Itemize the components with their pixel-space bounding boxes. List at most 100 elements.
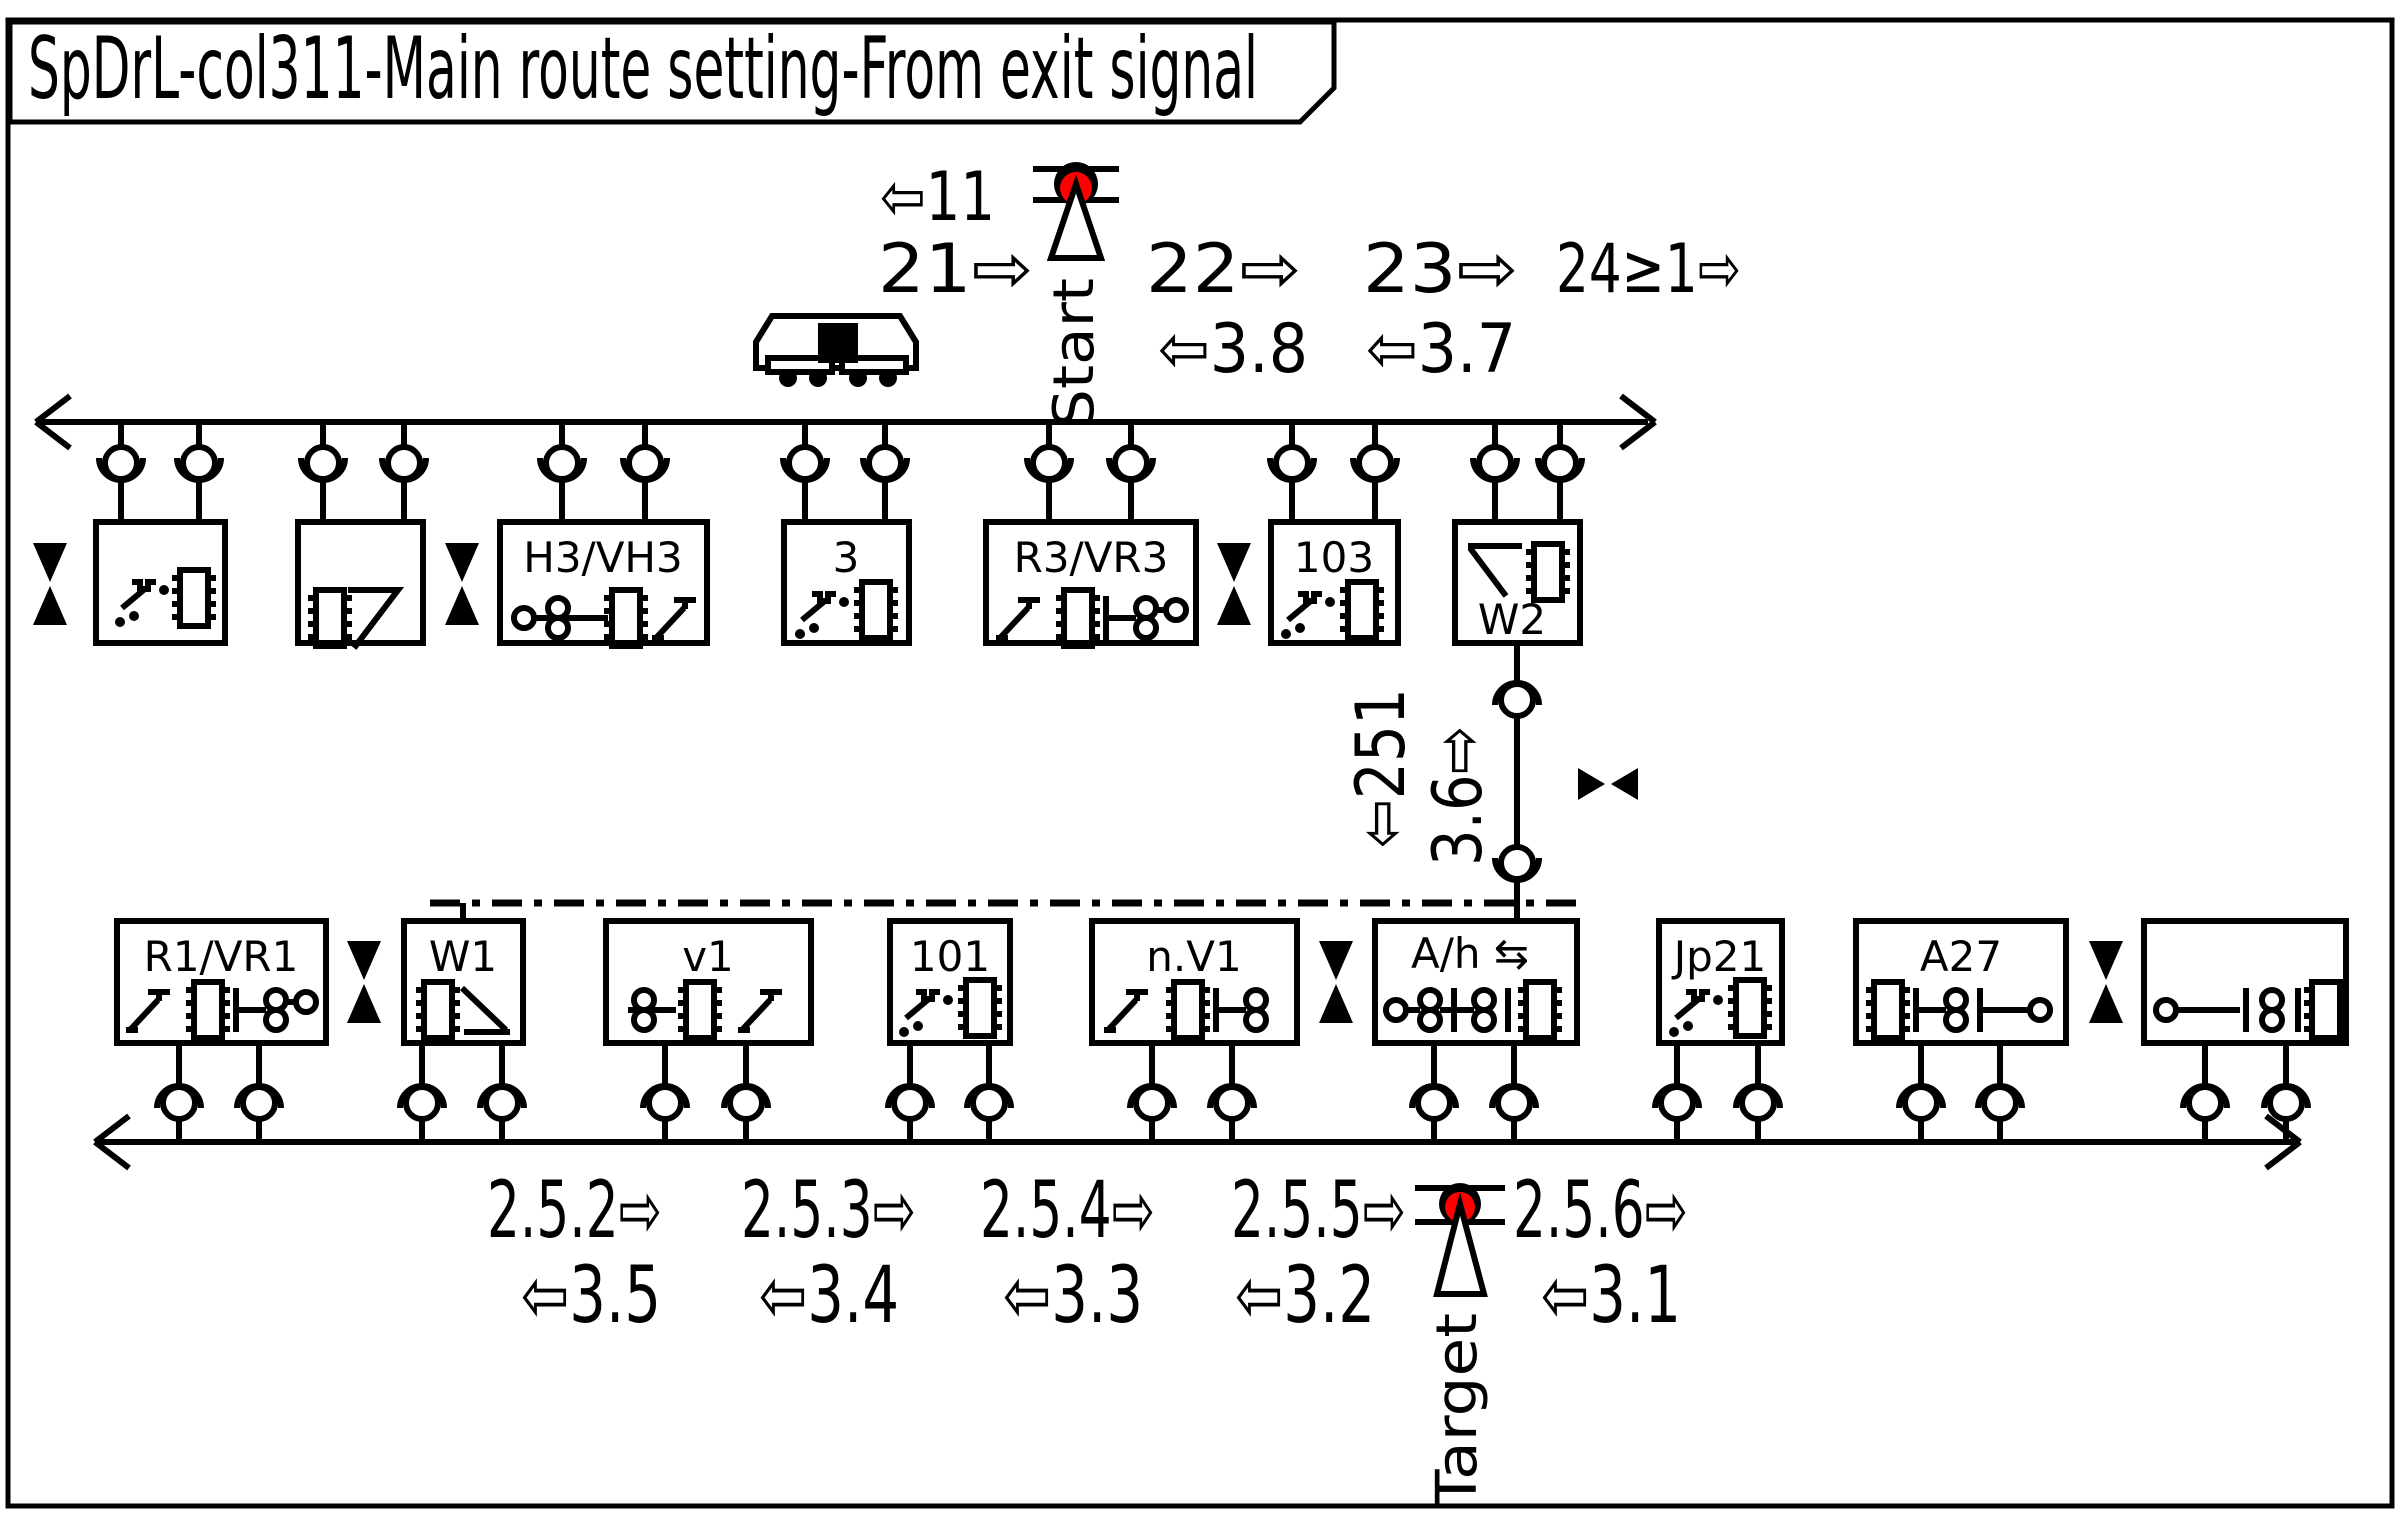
bowtie-separator-icon	[2089, 941, 2123, 1023]
module-label: A27	[1920, 932, 2002, 981]
module-ah[interactable]: A/h ⇆	[1372, 918, 1580, 1046]
module-label: v1	[682, 932, 734, 981]
plug-connector-icon	[540, 447, 584, 480]
plug-connector-icon	[1353, 447, 1397, 480]
module-jp21[interactable]: Jp21	[1656, 918, 1785, 1046]
module-w2[interactable]: W2	[1452, 519, 1583, 646]
plug-connector-icon	[177, 447, 221, 480]
route-step-23: 23⇨	[1363, 230, 1518, 309]
bowtie-separator-icon	[33, 543, 67, 625]
link-line	[1213, 988, 1246, 1032]
module-top-1[interactable]	[93, 519, 228, 646]
plug-connector-icon	[1736, 1086, 1780, 1119]
plug-connector-icon	[724, 1086, 768, 1119]
plug-connector-icon	[863, 447, 907, 480]
plug-connector-icon	[1978, 1086, 2022, 1119]
bottom-bus-left-arrow-icon	[93, 1113, 131, 1171]
module-r3vr3[interactable]: R3/VR3	[983, 519, 1199, 646]
signal-mast-icon	[1046, 174, 1106, 261]
module-label: H3/VH3	[523, 533, 683, 582]
module-h3vh3[interactable]: H3/VH3	[497, 519, 710, 646]
module-101[interactable]: 101	[887, 918, 1013, 1046]
module-nv1[interactable]: n.V1	[1089, 918, 1300, 1046]
plug-connector-icon	[237, 1086, 281, 1119]
plug-connector-icon	[783, 447, 827, 480]
point-symbol-icon	[459, 985, 510, 1035]
target-signal[interactable]: Target	[1415, 1183, 1505, 1509]
plug-connector-icon	[2264, 1086, 2308, 1119]
plug-connector-icon	[1130, 1086, 1174, 1119]
vertical-link: ⇦251 3.6⇨	[1342, 643, 1638, 921]
module-v1[interactable]: v1	[603, 918, 814, 1046]
module-top-2[interactable]	[295, 519, 426, 650]
module-label: n.V1	[1146, 932, 1241, 981]
plug-connector-icon	[1495, 683, 1539, 716]
start-signal-label: Start	[1042, 278, 1107, 428]
plug-connector-icon	[1655, 1086, 1699, 1119]
plug-connector-icon	[382, 447, 426, 480]
plug-connector-icon	[157, 1086, 201, 1119]
plug-connector-icon	[1538, 447, 1582, 480]
route-step-24: 24≥1⇨	[1556, 230, 1741, 309]
route-step-251: ⇦251	[1342, 688, 1421, 848]
plug-connector-icon	[623, 447, 667, 480]
plug-connector-icon	[643, 1086, 687, 1119]
plug-connector-icon	[400, 1086, 444, 1119]
page-title: SpDrL-col311-Main route setting-From exi…	[28, 19, 1258, 119]
plug-connector-icon	[1495, 847, 1539, 880]
route-step-32: ⇦3.2	[1235, 1251, 1375, 1341]
link-line	[1103, 596, 1136, 640]
route-step-22: 22⇨	[1146, 230, 1301, 309]
title-box-outline	[7, 19, 1337, 125]
lamp-symbol-icon	[2027, 997, 2053, 1023]
module-r1vr1[interactable]: R1/VR1	[114, 918, 329, 1046]
module-label: W2	[1478, 595, 1546, 644]
plug-connector-icon	[1412, 1086, 1456, 1119]
module-label: 3	[833, 533, 860, 582]
point-symbol-icon	[1467, 543, 1522, 598]
signal-mast-icon	[1433, 1192, 1488, 1297]
module-3[interactable]: 3	[781, 519, 912, 646]
route-step-37: ⇦3.7	[1366, 310, 1516, 389]
module-103[interactable]: 103	[1268, 519, 1401, 646]
route-step-255: 2.5.5⇨	[1231, 1166, 1406, 1256]
module-a27[interactable]: A27	[1853, 918, 2069, 1046]
start-signal[interactable]: Start	[1033, 162, 1119, 428]
module-w1[interactable]: W1	[401, 918, 526, 1046]
route-step-11: ⇦11	[880, 158, 995, 237]
bottom-bus	[93, 1043, 2308, 1171]
module-label: 103	[1294, 533, 1374, 582]
bowtie-separator-icon	[347, 941, 381, 1023]
plug-connector-icon	[967, 1086, 1011, 1119]
plug-connector-icon	[1473, 447, 1517, 480]
module-bottom-9[interactable]	[2141, 918, 2348, 1046]
plug-connector-icon	[301, 447, 345, 480]
module-label: R1/VR1	[144, 932, 299, 981]
route-step-253: 2.5.3⇨	[741, 1166, 916, 1256]
link-line	[1440, 988, 1474, 1032]
lamp-symbol-icon	[293, 989, 319, 1015]
route-step-38: ⇦3.8	[1158, 310, 1308, 389]
bowtie-separator-icon	[445, 543, 479, 625]
top-bus-right-arrow-icon	[1619, 393, 1657, 451]
bottom-module-row: R1/VR1 W1 v1 101	[114, 918, 2348, 1046]
route-step-34: ⇦3.4	[759, 1251, 899, 1341]
module-label: Jp21	[1671, 932, 1767, 981]
lamp-symbol-icon	[1163, 597, 1189, 623]
bowtie-separator-icon	[1578, 768, 1638, 800]
route-step-31: ⇦3.1	[1541, 1251, 1681, 1341]
link-line	[233, 988, 266, 1032]
plug-connector-icon	[1492, 1086, 1536, 1119]
title-box: SpDrL-col311-Main route setting-From exi…	[7, 19, 1337, 125]
route-step-33: ⇦3.3	[1003, 1251, 1143, 1341]
route-step-35: ⇦3.5	[521, 1251, 661, 1341]
plug-connector-icon	[1109, 447, 1153, 480]
plug-connector-icon	[480, 1086, 524, 1119]
slash-symbol-icon	[348, 587, 405, 650]
link-line	[2176, 988, 2249, 1032]
plug-connector-icon	[1899, 1086, 1943, 1119]
top-bus	[34, 393, 1657, 522]
link-line	[1977, 988, 2030, 1032]
